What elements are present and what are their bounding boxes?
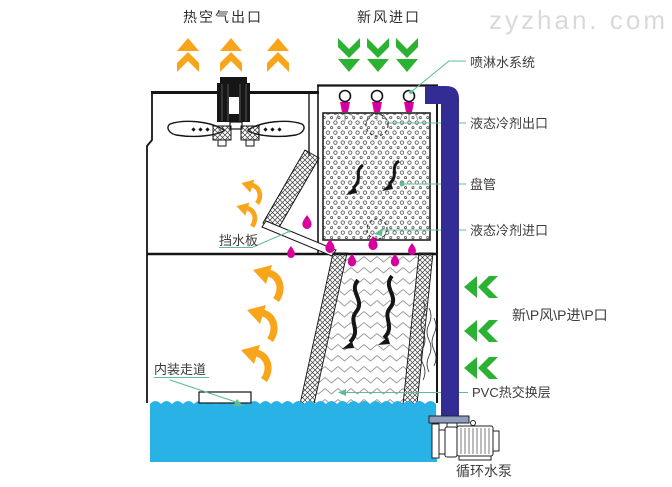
down-arrow-icon	[396, 38, 418, 72]
up-arrow-icon	[220, 38, 242, 72]
left-arrow-icon	[464, 357, 498, 379]
down-arrow-icon	[338, 38, 360, 72]
up-arrow-icon	[267, 38, 289, 72]
coil-section	[322, 112, 431, 241]
label-fresh-air-inlet-side: 新\P风\P进\P口	[512, 307, 608, 323]
water-baffle-plate	[261, 149, 337, 257]
watermark: zyzhan. com	[489, 5, 668, 35]
refrigerant-inlet-circle	[366, 218, 388, 240]
drip-tray	[261, 220, 337, 257]
circulation-pump	[428, 415, 500, 461]
curved-airflow-arrow-icon	[241, 345, 268, 380]
down-arrow-icon	[367, 38, 389, 72]
curved-airflow-arrow-icon	[236, 203, 254, 227]
droplet-icon	[302, 215, 312, 230]
label-coil: 盘管	[470, 177, 497, 192]
fan-blades	[167, 120, 305, 147]
curved-airflow-arrow-icon	[253, 265, 280, 300]
up-arrow-icon	[177, 38, 199, 72]
left-arrow-icon	[464, 320, 498, 342]
left-arrow-icon	[464, 276, 498, 298]
label-spray-water-system: 喷淋水系统	[470, 55, 536, 70]
water-basin	[150, 391, 437, 462]
label-circulating-water-pump: 循环水泵	[456, 463, 512, 479]
nozzle-icon	[335, 89, 355, 121]
fill-side-streams	[420, 299, 437, 381]
label-liquid-refrigerant-outlet: 液态冷剂出口	[470, 116, 549, 131]
droplet-icon	[408, 243, 416, 256]
label-fresh-air-inlet-top: 新风进口	[357, 9, 421, 25]
label-water-baffle: 挡水板	[219, 233, 259, 248]
curved-airflow-arrow-icon	[247, 305, 274, 340]
droplet-icon	[287, 246, 295, 259]
label-internal-walkway: 内装走道	[154, 362, 207, 377]
curved-airflow-arrow-icon	[241, 180, 259, 204]
nozzle-icon	[367, 89, 387, 121]
label-pvc-heat-exchange-layer: PVC热交换层	[472, 385, 551, 400]
fill-section	[299, 252, 437, 405]
fan-motor	[217, 77, 250, 130]
water-pipe	[425, 86, 459, 417]
walkway-platform	[198, 391, 252, 404]
droplet-icon	[325, 239, 335, 254]
label-liquid-refrigerant-inlet: 液态冷剂进口	[470, 223, 549, 238]
coil-flow-arrows	[346, 159, 400, 195]
fill-flow-arrows	[342, 274, 396, 349]
label-hot-air-outlet: 热空气出口	[183, 9, 263, 25]
